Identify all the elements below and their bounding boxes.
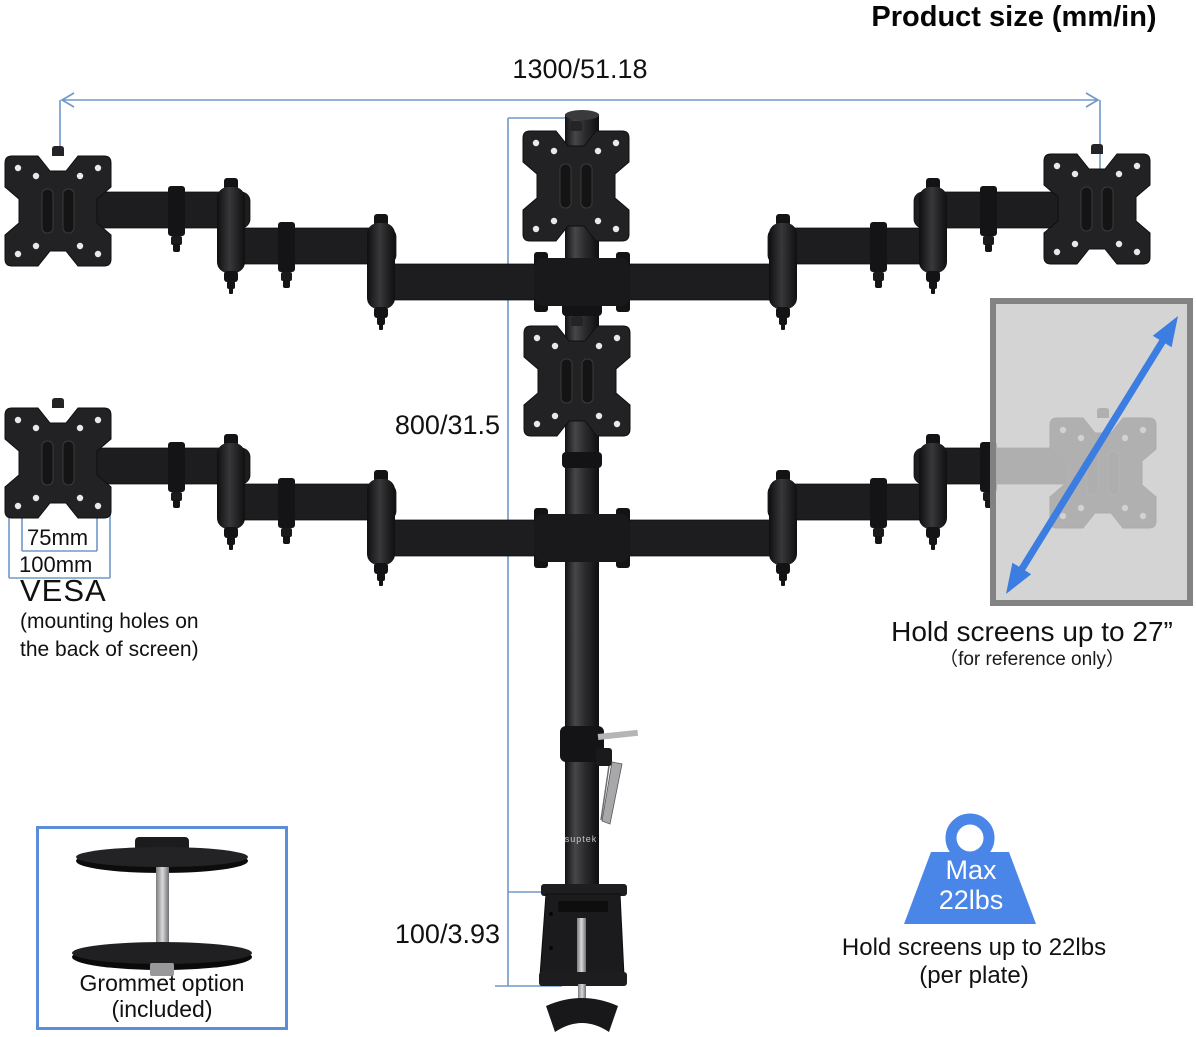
height-dimension-label: 800/31.5	[394, 410, 500, 440]
vesa-note-line2: the back of screen)	[20, 638, 199, 661]
weight-caption-line2: (per plate)	[919, 962, 1029, 989]
weight-badge-line1: Max	[945, 855, 997, 885]
brand-logo-text: suptek	[564, 834, 598, 844]
upper-left-arm	[59, 178, 573, 330]
page-title: Product size (mm/in)	[871, 1, 1157, 33]
grommet-caption-line2: (included)	[111, 996, 213, 1022]
vesa-heading: VESA	[20, 573, 107, 608]
width-dimension-label: 1300/51.18	[512, 54, 648, 84]
vesa-plate-mid-left	[4, 397, 112, 519]
vesa-plate-top-left	[4, 145, 112, 267]
clamp-dimension-label: 100/3.93	[394, 919, 500, 949]
center-pole	[562, 110, 602, 892]
vesa-plate-top-right	[1043, 143, 1151, 265]
screen-size-note: （for reference only）	[939, 649, 1125, 670]
screen-size-headline: Hold screens up to 27”	[891, 616, 1173, 647]
upper-right-arm	[591, 178, 1105, 330]
lower-left-arm	[59, 434, 573, 586]
grommet-option-box	[36, 826, 288, 1030]
pole-arm-hub-upper	[534, 252, 630, 312]
weight-badge-line2: 22lbs	[938, 885, 1004, 915]
grommet-mount-illustration	[72, 837, 252, 976]
screen-panel	[990, 298, 1193, 606]
width-dimension-arrow-icon	[59, 92, 1101, 170]
diagonal-double-arrow-icon	[1006, 316, 1178, 594]
pole-arm-hub-lower	[534, 508, 630, 568]
desk-clamp	[539, 884, 627, 1032]
weight-caption-line1: Hold screens up to 22lbs	[841, 934, 1107, 961]
vesa-75mm-label: 75mm	[24, 526, 92, 550]
vesa-note-line1: (mounting holes on	[20, 610, 199, 633]
kettlebell-weight-icon	[904, 813, 1036, 924]
tension-lever	[560, 726, 639, 825]
vesa-100mm-label: 100mm	[16, 553, 96, 577]
grommet-caption-line1: Grommet option	[79, 970, 245, 996]
